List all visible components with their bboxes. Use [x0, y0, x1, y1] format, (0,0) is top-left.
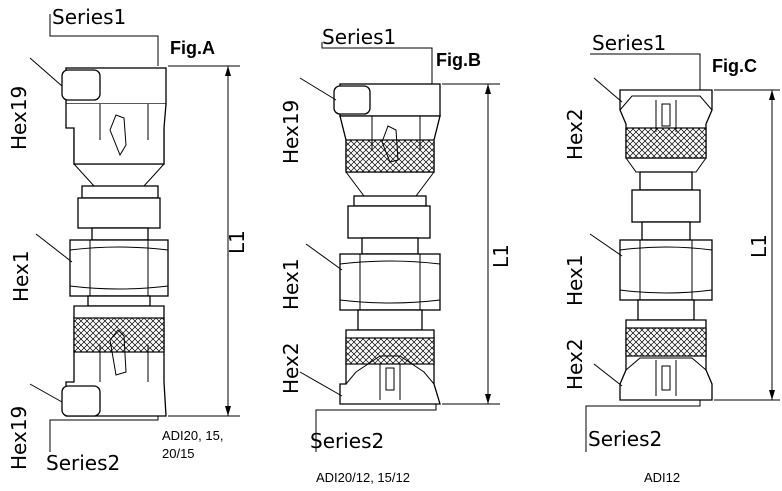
fig-a-caption-line2: 20/15 [162, 446, 195, 461]
fig-b-title: Fig.B [436, 50, 481, 70]
fig-b-hex1-body [339, 195, 441, 331]
figure-a: L1 Series1 Fig.A Hex19 Hex1 Hex19 Series… [7, 5, 249, 475]
fig-b-hex-mid-label: Hex1 [279, 258, 303, 310]
fig-b-l1-label: L1 [489, 244, 513, 268]
fig-c-bottom-nut [619, 319, 713, 401]
fig-c-l1-label: L1 [747, 234, 771, 258]
fig-a-l1-label: L1 [225, 230, 249, 254]
fig-a-top-nut [61, 67, 167, 187]
fig-a-l1-dimension: L1 [168, 65, 249, 417]
figure-c: L1 Series1 Fig.C Hex2 Hex1 Hex2 Series2 … [563, 31, 780, 485]
fig-c-top-nut [619, 89, 713, 173]
fig-b-hex-top-label: Hex19 [279, 100, 303, 164]
fig-c-hex-bottom-label: Hex2 [563, 338, 587, 390]
fig-a-hex-bottom-label: Hex19 [7, 406, 31, 470]
fig-a-bottom-nut [61, 305, 167, 417]
fig-c-hex1-body [619, 171, 713, 321]
fig-b-top-nut [333, 83, 441, 197]
fig-a-hex-top-label: Hex19 [7, 86, 31, 150]
fig-b-caption-line1: ADI20/12, 15/12 [316, 470, 410, 485]
fig-a-title: Fig.A [170, 38, 215, 58]
fig-c-series1-label: Series1 [592, 31, 666, 55]
fig-b-l1-dimension: L1 [442, 83, 513, 405]
fig-c-hex-mid-label: Hex1 [563, 254, 587, 306]
fig-c-hex-top-label: Hex2 [563, 108, 587, 160]
fig-c-title: Fig.C [712, 56, 757, 76]
fig-b-bottom-nut [339, 329, 441, 405]
figure-b: L1 Series1 Fig.B Hex19 Hex1 Hex2 Series2… [279, 25, 513, 485]
fig-a-hex1-body [69, 185, 169, 307]
fig-c-series2-label: Series2 [588, 427, 662, 451]
fig-a-hex-mid-label: Hex1 [9, 250, 33, 302]
fig-a-series1-label: Series1 [52, 5, 126, 29]
fig-b-series2-label: Series2 [310, 429, 384, 453]
fig-b-hex-bottom-label: Hex2 [279, 342, 303, 394]
fig-c-caption-line1: ADI12 [644, 470, 680, 485]
fig-b-series1-label: Series1 [322, 25, 396, 49]
fig-c-l1-dimension: L1 [714, 89, 780, 401]
fig-a-series2-label: Series2 [46, 451, 120, 475]
fig-a-caption-line1: ADI20, 15, [162, 428, 223, 443]
